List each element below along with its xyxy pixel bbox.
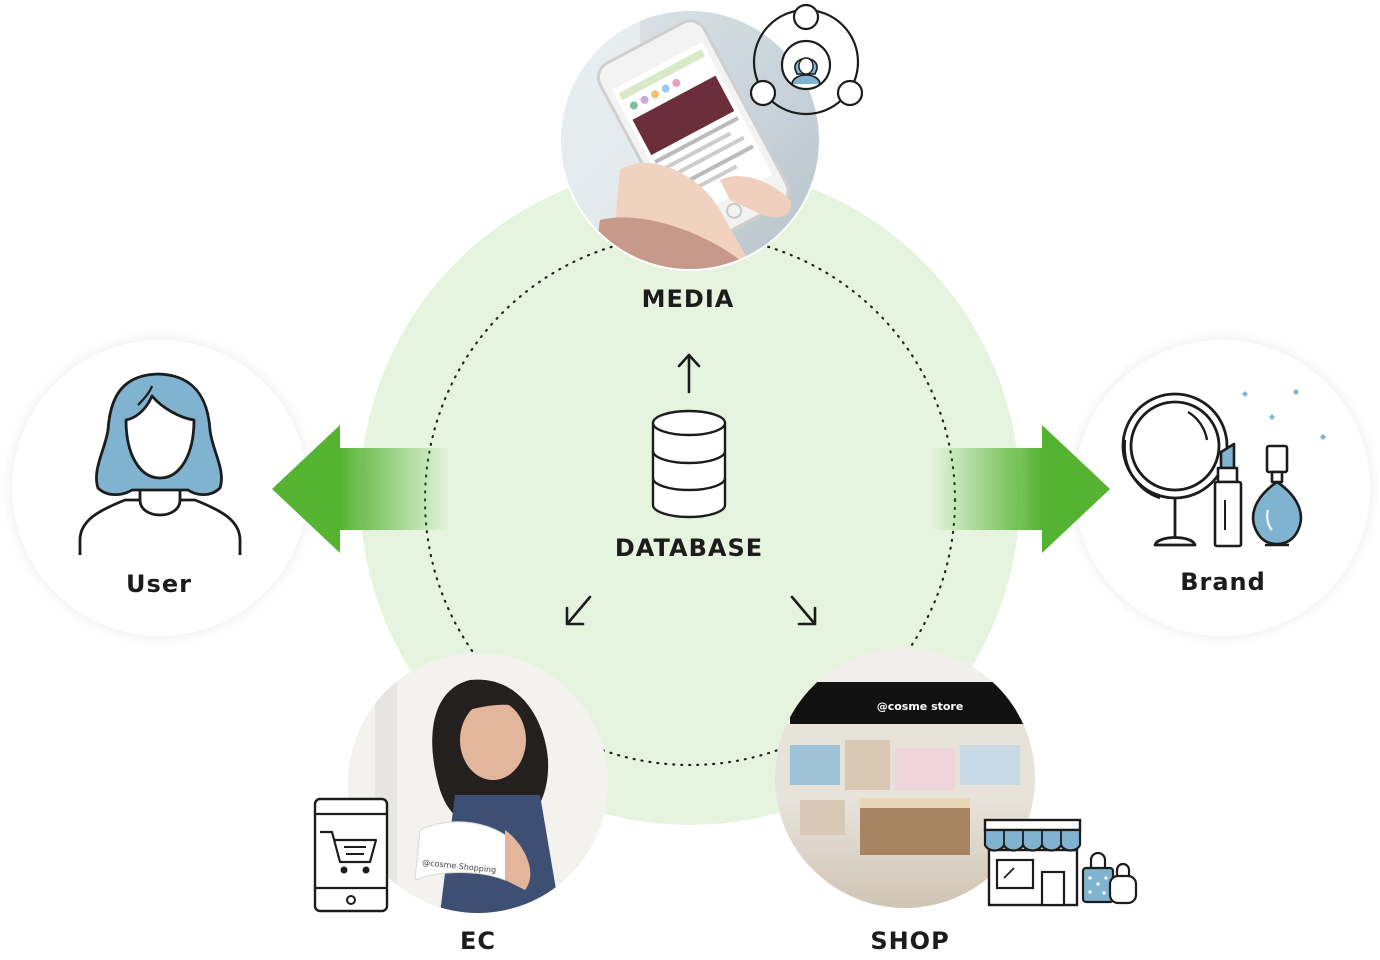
brand-label: Brand bbox=[1180, 568, 1266, 596]
arrow-up-icon bbox=[677, 353, 701, 394]
database-label: DATABASE bbox=[614, 534, 764, 562]
media-photo bbox=[560, 10, 820, 270]
user-avatar-icon bbox=[78, 372, 242, 555]
shop-label: SHOP bbox=[870, 927, 950, 955]
arrow-down-left-icon bbox=[565, 595, 592, 626]
shopping-bags-icon bbox=[1081, 851, 1138, 905]
user-label: User bbox=[126, 570, 192, 598]
arrow-to-brand bbox=[930, 425, 1110, 553]
database-icon bbox=[651, 409, 727, 519]
store-sign: @cosme store bbox=[877, 700, 964, 713]
arrow-down-right-icon bbox=[790, 595, 817, 626]
storefront-icon bbox=[983, 818, 1082, 907]
tablet-cart-icon bbox=[313, 797, 389, 913]
media-label: MEDIA bbox=[641, 285, 735, 313]
perfume-bottle-icon bbox=[1251, 444, 1303, 547]
mirror-icon bbox=[1121, 392, 1229, 547]
ec-label: EC bbox=[459, 927, 497, 955]
ec-photo: @cosme Shopping bbox=[348, 653, 608, 913]
network-user-icon bbox=[749, 3, 864, 116]
lipstick-icon bbox=[1213, 442, 1243, 548]
sparkle-icon bbox=[1242, 389, 1326, 440]
arrow-to-user bbox=[272, 425, 450, 553]
